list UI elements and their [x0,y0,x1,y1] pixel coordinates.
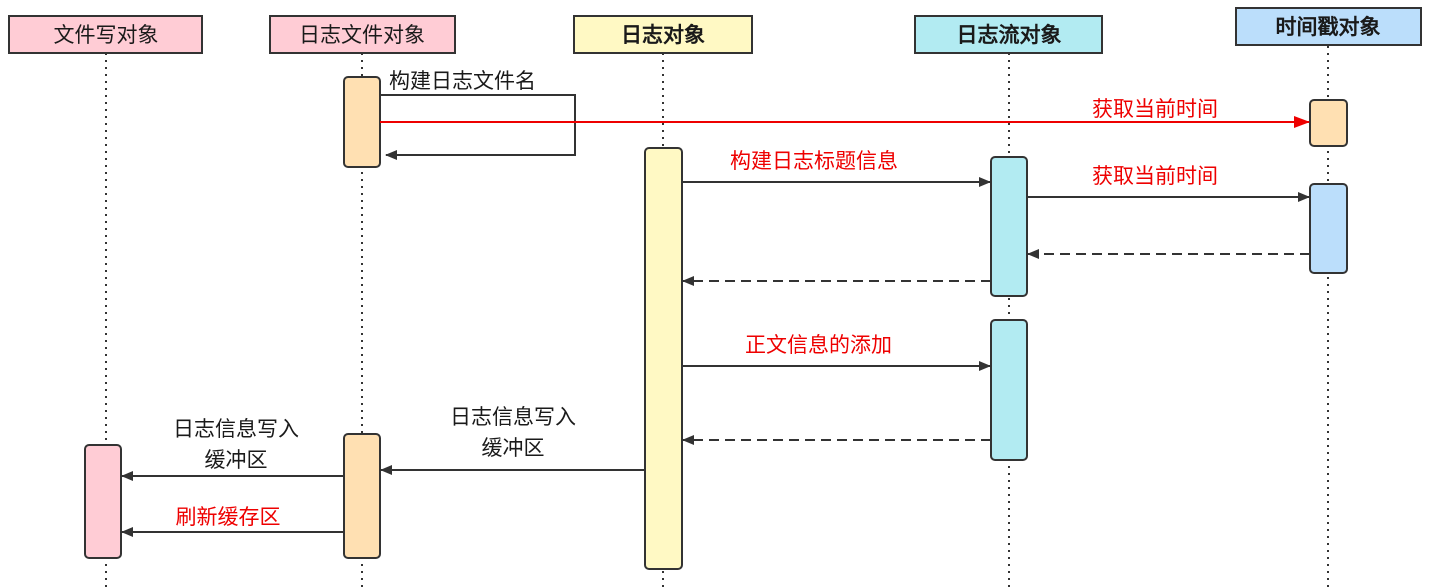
participant-log-stream-label: 日志流对象 [957,23,1062,47]
label-write-buffer-file-line2: 缓冲区 [205,448,268,472]
participant-log-stream: 日志流对象 [914,15,1103,54]
activation-log-file-1 [343,76,381,168]
participant-timestamp: 时间戳对象 [1235,7,1422,46]
participant-log-stream-box [914,15,1103,54]
participant-timestamp-box [1235,7,1422,46]
label-write-buffer-file-line1: 日志信息写入 [173,417,299,441]
activation-log-stream-1 [990,156,1028,297]
participant-logger: 日志对象 [573,15,753,54]
participant-file-writer: 文件写对象 [8,15,203,54]
activation-timestamp-2 [1309,183,1348,274]
participant-file-writer-label: 文件写对象 [54,23,159,47]
participant-log-file-box [269,15,456,54]
label-get-time-2: 获取当前时间 [1092,164,1218,188]
participant-log-file: 日志文件对象 [269,15,456,54]
label-flush-buffer: 刷新缓存区 [176,505,281,529]
activation-log-stream-2 [990,319,1028,461]
label-write-buffer-logger-line2: 缓冲区 [482,436,545,460]
self-call-build-file-name [380,94,576,160]
activation-logger [644,147,683,570]
label-write-buffer-logger-line1: 日志信息写入 [450,405,576,429]
participant-logger-label: 日志对象 [621,23,705,47]
activation-file-writer [84,444,122,559]
participant-log-file-label: 日志文件对象 [299,23,425,47]
participant-timestamp-label: 时间戳对象 [1276,15,1381,39]
label-add-body: 正文信息的添加 [745,333,892,357]
activation-timestamp-1 [1309,99,1348,147]
participant-logger-box [573,15,753,54]
label-build-title: 构建日志标题信息 [730,149,898,173]
label-get-time-1: 获取当前时间 [1092,97,1218,121]
participant-file-writer-box [8,15,203,54]
label-build-file-name: 构建日志文件名 [389,69,536,93]
activation-log-file-2 [343,433,381,559]
